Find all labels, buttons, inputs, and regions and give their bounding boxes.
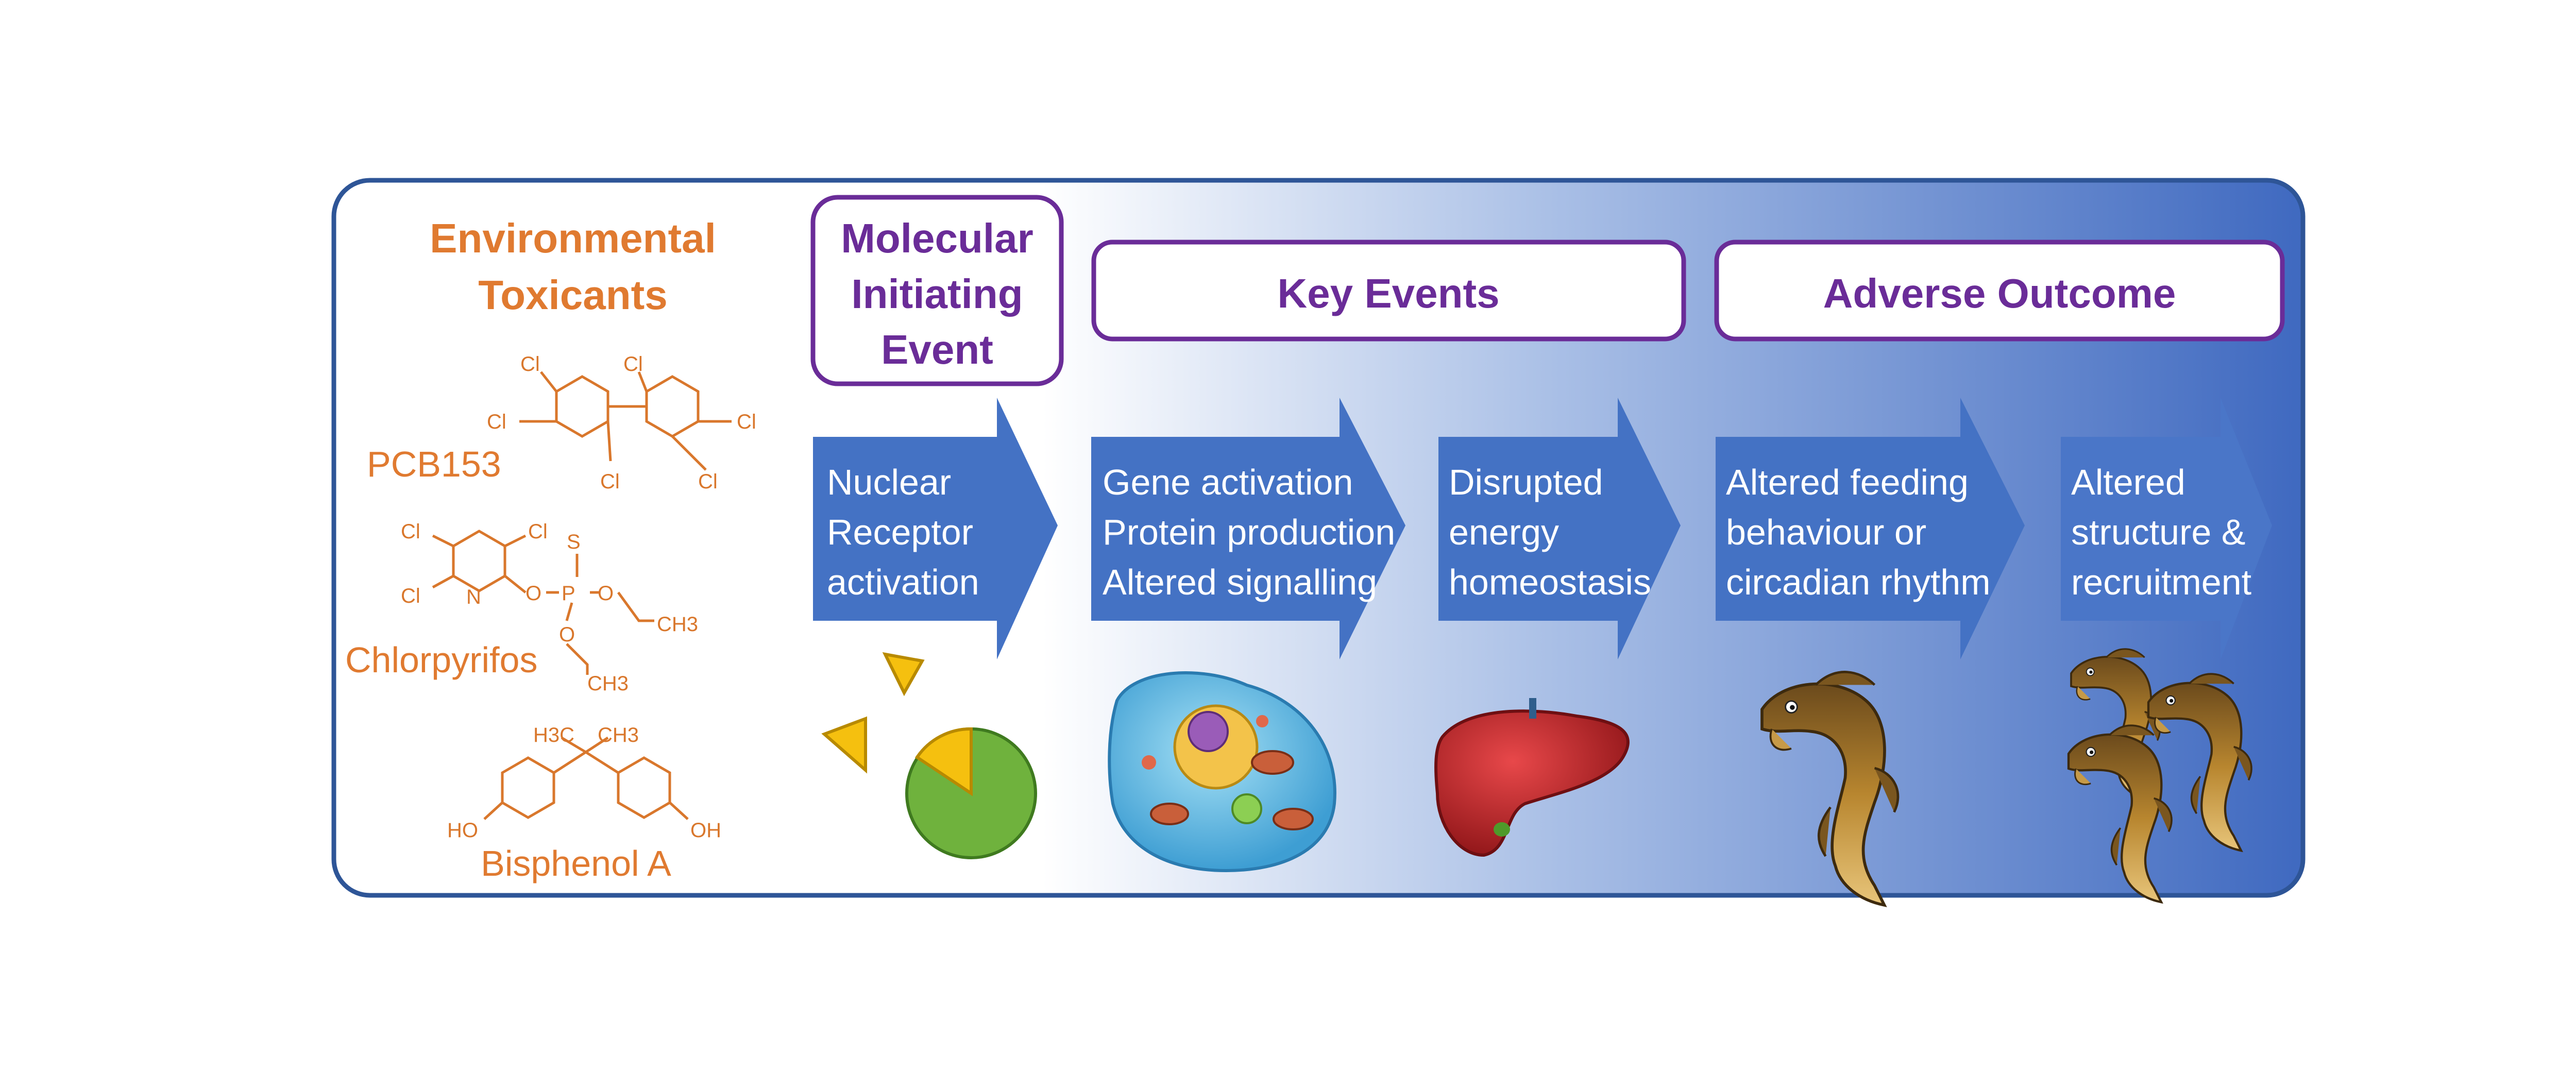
- mie-step-line1: Nuclear: [827, 462, 951, 502]
- key-event-2-line1: Disrupted: [1449, 462, 1603, 502]
- pcb-atom: Cl: [487, 411, 506, 433]
- chlorpyrifos-atom: O: [598, 582, 614, 605]
- key-event-1-line1: Gene activation: [1103, 462, 1353, 502]
- toxicants-heading-line2: Toxicants: [478, 272, 668, 318]
- key-event-1-line2: Protein production: [1103, 512, 1395, 552]
- key-event-1-line3: Altered signalling: [1103, 562, 1377, 602]
- chlorpyrifos-atom: N: [466, 586, 481, 608]
- pcb-atom: Cl: [520, 353, 540, 376]
- bpa-atom: H3C: [533, 724, 574, 746]
- chlorpyrifos-atom: Cl: [401, 585, 420, 607]
- key-event-2-line3: homeostasis: [1449, 562, 1651, 602]
- pcb153-structure: Cl Cl Cl Cl Cl Cl: [487, 353, 756, 493]
- chlorpyrifos-atom: CH3: [657, 613, 698, 636]
- key-event-2-line2: energy: [1449, 512, 1559, 552]
- chlorpyrifos-atom: S: [567, 531, 581, 553]
- adverse-outcome-2-line3: recruitment: [2071, 562, 2251, 602]
- adverse-outcome-header: Adverse Outcome: [1823, 270, 2176, 316]
- cell-icon: [1108, 671, 1336, 873]
- mie-header-line1: Molecular: [841, 215, 1033, 261]
- ligand-receptor-illustration: [821, 652, 1037, 859]
- toxicants-heading-line1: Environmental: [430, 215, 716, 261]
- adverse-outcome-1-line2: behaviour or: [1726, 512, 1926, 552]
- bisphenol-a-structure: H3C CH3 HO OH: [447, 724, 721, 842]
- chlorpyrifos-atom: P: [562, 582, 575, 605]
- chlorpyrifos-atom: O: [526, 582, 541, 605]
- adverse-outcome-arrow-1: [1716, 398, 2025, 659]
- pcb-atom: Cl: [600, 470, 620, 493]
- bpa-atom: OH: [690, 819, 721, 842]
- key-event-arrow-2: [1438, 398, 1681, 659]
- liver-icon: [1434, 698, 1630, 857]
- adverse-outcome-header-box: [1714, 240, 2285, 342]
- chlorpyrifos-atom: Cl: [401, 520, 420, 543]
- chlorpyrifos-label: Chlorpyrifos: [345, 640, 537, 680]
- bpa-atom: HO: [447, 819, 478, 842]
- adverse-outcome-2-line1: Altered: [2071, 462, 2185, 502]
- chlorpyrifos-atom: CH3: [587, 672, 629, 695]
- mie-step-line3: activation: [827, 562, 979, 602]
- mie-step-line2: Receptor: [827, 512, 973, 552]
- adverse-outcome-2-line2: structure &: [2071, 512, 2245, 552]
- bpa-atom: CH3: [598, 724, 639, 746]
- pcb-atom: Cl: [623, 353, 643, 376]
- chlorpyrifos-atom: Cl: [528, 520, 548, 543]
- pcb-atom: Cl: [737, 411, 756, 433]
- chlorpyrifos-atom: O: [559, 623, 575, 646]
- adverse-outcome-1-line1: Altered feeding: [1726, 462, 1969, 502]
- adverse-outcome-1-line3: circadian rhythm: [1726, 562, 1991, 602]
- chlorpyrifos-structure: Cl Cl Cl N O P S O O CH3 CH3: [401, 520, 698, 695]
- pcb-atom: Cl: [698, 470, 718, 493]
- adverse-outcome-arrow-2: [2061, 398, 2272, 659]
- bisphenol-a-label: Bisphenol A: [481, 843, 671, 883]
- key-events-header-box: [1091, 240, 1686, 342]
- mie-header-box: [810, 195, 1064, 386]
- key-event-arrow-1: [1091, 398, 1405, 659]
- pcb153-label: PCB153: [367, 444, 501, 484]
- key-events-header: Key Events: [1277, 270, 1499, 316]
- mie-arrow: [813, 398, 1058, 659]
- mie-header-line2: Initiating: [851, 271, 1023, 317]
- mie-header-line3: Event: [881, 327, 993, 372]
